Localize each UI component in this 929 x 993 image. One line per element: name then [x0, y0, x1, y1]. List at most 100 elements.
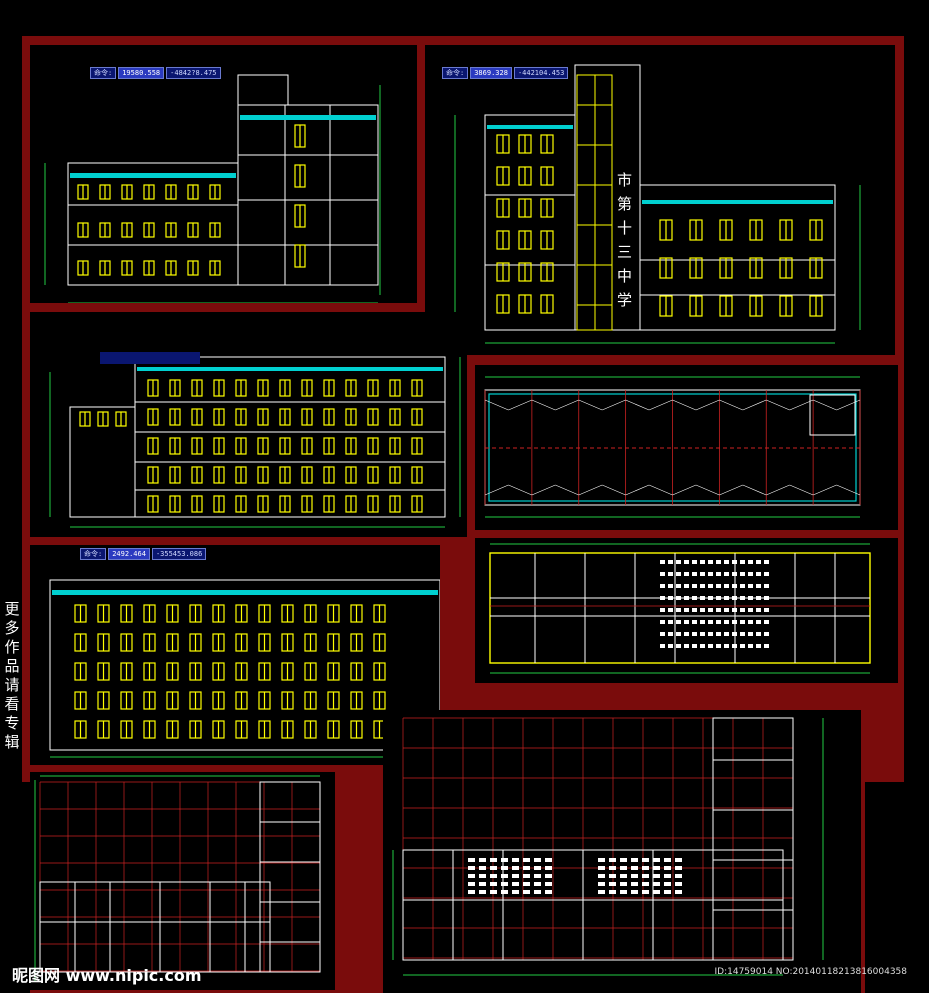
desk: [468, 874, 475, 878]
floor-plan-1-svg: [489, 543, 871, 674]
desk: [668, 596, 673, 600]
desk: [756, 620, 761, 624]
desk: [764, 596, 769, 600]
desk: [620, 874, 627, 878]
desk: [479, 890, 486, 894]
desk: [512, 866, 519, 870]
desk: [668, 620, 673, 624]
command-value-x: 3869.328: [470, 67, 512, 79]
desk: [609, 890, 616, 894]
desk: [664, 882, 671, 886]
desk: [756, 584, 761, 588]
side-char: 请: [4, 676, 20, 694]
desk: [724, 572, 729, 576]
desk: [668, 632, 673, 636]
desk: [534, 874, 541, 878]
side-char: 辑: [4, 733, 20, 751]
desk: [642, 882, 649, 886]
desk: [764, 584, 769, 588]
desk: [534, 858, 541, 862]
desk: [642, 858, 649, 862]
desk: [479, 866, 486, 870]
desk: [684, 620, 689, 624]
desk: [468, 866, 475, 870]
desk: [620, 882, 627, 886]
desk: [479, 858, 486, 862]
desk: [724, 620, 729, 624]
desk: [468, 882, 475, 886]
desk: [708, 620, 713, 624]
desk: [708, 608, 713, 612]
elevation-drawing-1: [30, 45, 417, 303]
elevation-3-svg: [49, 352, 461, 528]
desk: [534, 890, 541, 894]
desk: [598, 874, 605, 878]
floor-plan-drawing-2: [30, 772, 335, 990]
side-char: 品: [4, 657, 20, 675]
desk: [653, 890, 660, 894]
desk: [468, 858, 475, 862]
desk: [684, 560, 689, 564]
desk: [724, 644, 729, 648]
desk: [732, 620, 737, 624]
command-value-x: 19580.558: [118, 67, 165, 79]
desk: [642, 890, 649, 894]
desk: [692, 572, 697, 576]
desk: [716, 620, 721, 624]
desk: [653, 858, 660, 862]
desk: [545, 858, 552, 862]
side-vertical-text: 更 多 作 品 请 看 专 辑: [3, 600, 21, 752]
desk: [676, 596, 681, 600]
desk: [490, 882, 497, 886]
desk: [756, 644, 761, 648]
desk: [732, 560, 737, 564]
desk: [708, 632, 713, 636]
elevation-drawing-3: [30, 312, 467, 537]
desk: [748, 632, 753, 636]
desk: [684, 644, 689, 648]
command-label: 命令:: [442, 67, 469, 79]
desk: [664, 866, 671, 870]
desk: [708, 596, 713, 600]
watermark-logo-text: 昵图网: [12, 966, 61, 985]
desk: [631, 882, 638, 886]
desk: [501, 858, 508, 862]
desk: [668, 644, 673, 648]
desk: [545, 866, 552, 870]
desk: [708, 584, 713, 588]
desk: [764, 560, 769, 564]
desk: [609, 882, 616, 886]
floor-plan-drawing-1: [475, 538, 898, 683]
desk: [479, 874, 486, 878]
desk: [512, 858, 519, 862]
desk: [609, 874, 616, 878]
desk: [716, 572, 721, 576]
desk: [716, 644, 721, 648]
desk: [732, 608, 737, 612]
desk: [631, 890, 638, 894]
desk: [740, 572, 745, 576]
desk: [684, 572, 689, 576]
desk: [660, 572, 665, 576]
desk: [748, 560, 753, 564]
desk: [609, 866, 616, 870]
desk: [631, 874, 638, 878]
desk: [732, 596, 737, 600]
floor-plan-3-svg: [392, 717, 824, 976]
desk: [684, 608, 689, 612]
desk: [700, 596, 705, 600]
desk: [598, 882, 605, 886]
desk: [675, 882, 682, 886]
desk: [675, 858, 682, 862]
desk: [676, 632, 681, 636]
watermark-url[interactable]: www.nipic.com: [65, 966, 202, 985]
desk: [732, 572, 737, 576]
desk: [748, 620, 753, 624]
desk: [700, 644, 705, 648]
desk: [660, 620, 665, 624]
desk: [642, 866, 649, 870]
desk: [523, 858, 530, 862]
watermark-id: ID:14759014 NO:20140118213816004358: [714, 967, 908, 977]
desk: [740, 608, 745, 612]
desk: [692, 632, 697, 636]
